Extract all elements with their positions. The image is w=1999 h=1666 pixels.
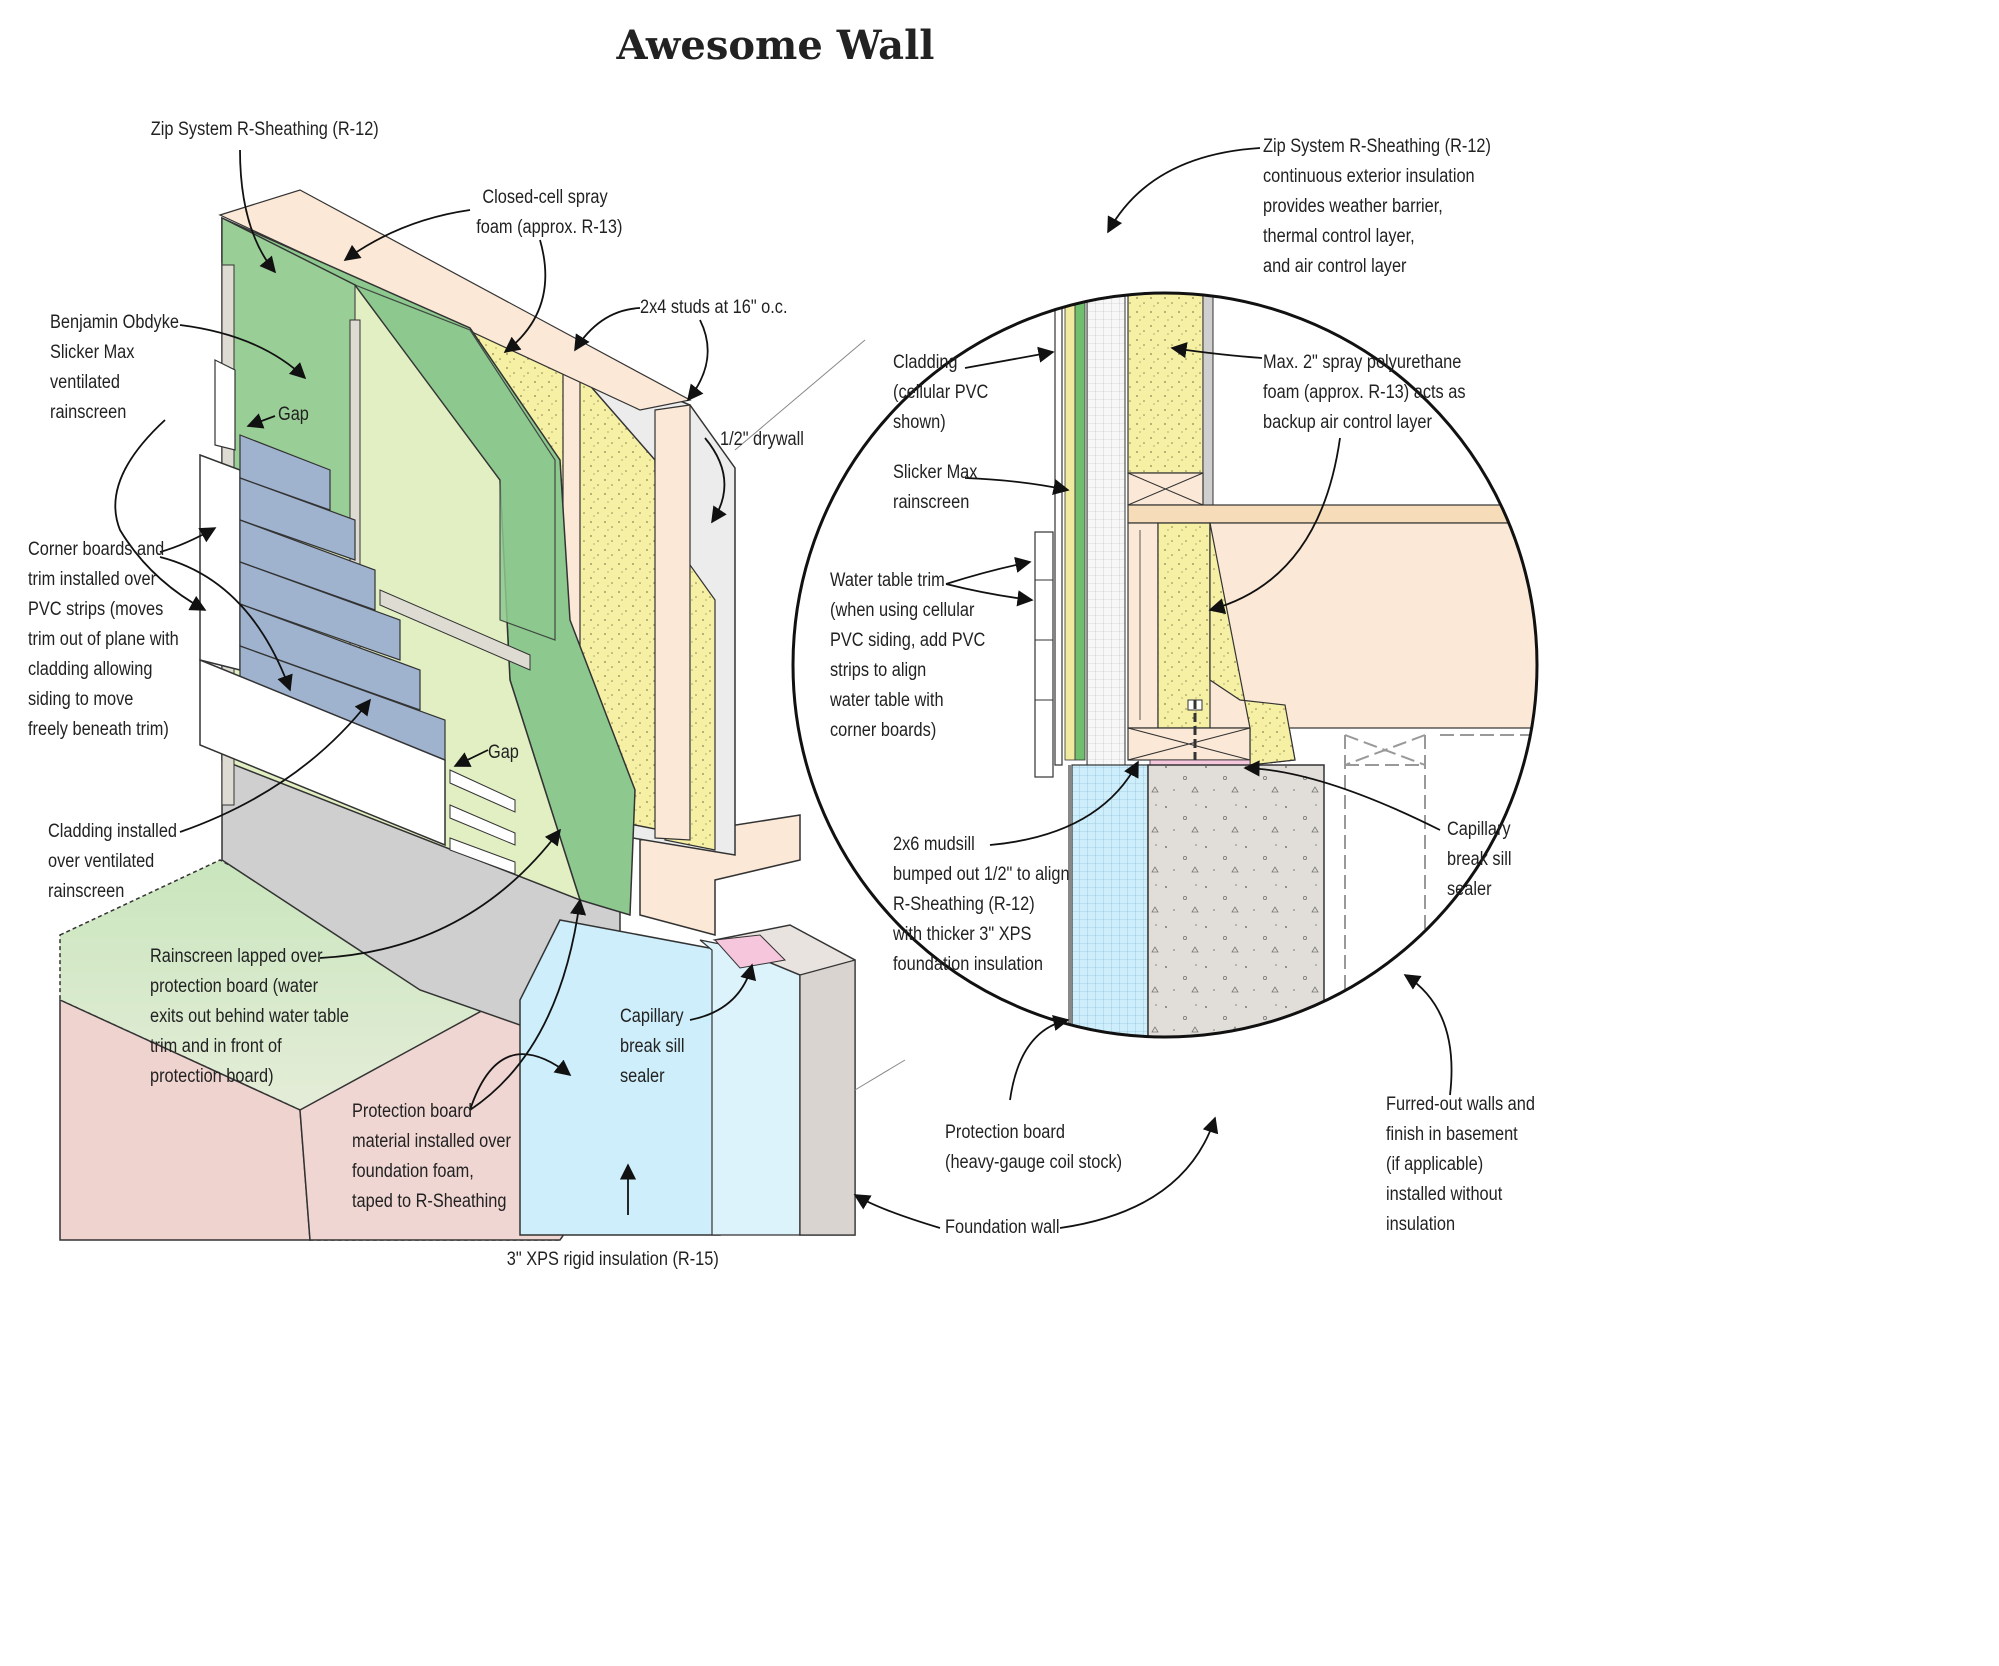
zip-sheathing-panel-2	[353, 283, 556, 641]
label-drywall: 1/2" drywall	[720, 429, 804, 450]
stud-2	[654, 404, 691, 841]
protection-board-section	[1068, 765, 1072, 1037]
sill-sealer-3d	[713, 934, 787, 969]
label-spray-foam: Closed-cell spray foam (approx. R-13)	[476, 187, 623, 238]
label-water-table-detail: Water table trim (when using cellular PV…	[830, 570, 986, 741]
label-slicker-detail: Slicker Max rainscreen	[893, 462, 978, 513]
label-protection-board-detail: Protection board (heavy-gauge coil stock…	[945, 1122, 1123, 1173]
corner-board-upper	[214, 359, 236, 451]
label-rainscreen-lapped: Rainscreen lapped over protection board …	[150, 946, 349, 1087]
foundation-wall-side	[799, 959, 856, 1236]
label-corner-boards: Corner boards and trim installed over PV…	[28, 539, 179, 740]
label-foundation-wall: Foundation wall	[945, 1217, 1060, 1238]
label-studs: 2x4 studs at 16" o.c.	[640, 297, 788, 318]
pvc-strip-low-2	[449, 804, 516, 846]
subfloor-section	[1127, 504, 1537, 524]
drywall-section	[1202, 293, 1214, 506]
upper-foam-section	[1127, 293, 1204, 474]
label-zip-detail: Zip System R-Sheathing (R-12) continuous…	[1263, 136, 1491, 277]
slicker-section	[1064, 293, 1076, 761]
section-detail	[793, 293, 1537, 1037]
label-xps: 3" XPS rigid insulation (R-15)	[506, 1249, 719, 1270]
label-rainscreen: Benjamin Obdyke Slicker Max ventilated r…	[50, 312, 179, 423]
foundation-section	[1147, 764, 1325, 1037]
label-mudsill-detail: 2x6 mudsill bumped out 1/2" to align R-S…	[893, 834, 1070, 975]
zip-section	[1074, 293, 1086, 761]
label-gap-bottom: Gap	[488, 742, 519, 763]
diagram-title: Awesome Wall	[616, 22, 935, 69]
label-capillary-left: Capillary break sill sealer	[620, 1006, 685, 1087]
rim-joist-section	[1127, 522, 1159, 729]
label-cladding: Cladding installed over ventilated rains…	[48, 821, 177, 902]
xps-edge	[699, 939, 801, 1236]
wall-assembly-illustration	[59, 147, 1539, 1241]
xps-insulation	[519, 919, 721, 1236]
sheathing-insulation-section	[1086, 293, 1126, 766]
detail-circle	[791, 291, 1539, 1039]
furred-wall-section	[1344, 734, 1537, 1037]
corner-board	[199, 453, 241, 671]
siding-board-2	[239, 477, 356, 561]
label-zip-sheathing: Zip System R-Sheathing (R-12)	[150, 119, 379, 140]
label-spray-foam-detail: Max. 2" spray polyurethane foam (approx.…	[1263, 352, 1466, 433]
water-table-trim-section	[1034, 531, 1054, 778]
siding-board-1	[239, 434, 331, 511]
pvc-strip-diag	[379, 589, 531, 671]
pvc-strip-low-1	[449, 769, 516, 813]
diagram-canvas: Awesome Wall Zip System R-Sheathing (R-1…	[28, 22, 1539, 1270]
label-gap-top: Gap	[278, 404, 309, 425]
pvc-strip-low-3	[449, 837, 516, 875]
floor-joist-section	[1209, 522, 1537, 729]
water-table-trim-3d	[199, 658, 446, 847]
siding-board-5	[239, 603, 421, 711]
label-furred-walls: Furred-out walls and finish in basement …	[1386, 1094, 1535, 1235]
label-cladding-detail: Cladding (cellular PVC shown)	[893, 352, 989, 433]
siding-board-3	[239, 519, 376, 611]
label-protection-board-left: Protection board material installed over…	[352, 1101, 511, 1212]
siding-board-4	[239, 561, 401, 661]
leader-guides	[734, 339, 906, 1091]
label-capillary-detail: Capillary break sill sealer	[1447, 819, 1512, 900]
leader-arrows	[114, 147, 1453, 1229]
